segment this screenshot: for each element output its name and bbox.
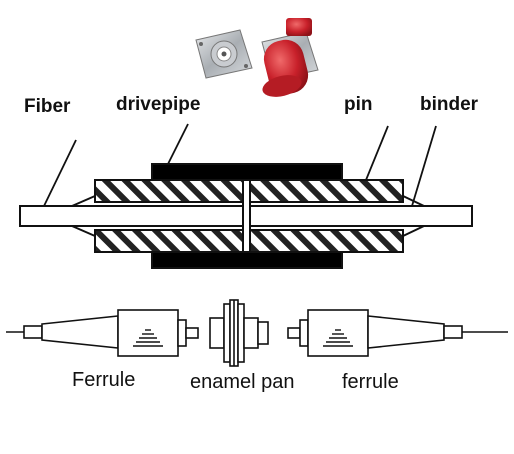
- label-fiber: Fiber: [24, 96, 71, 117]
- ferrule-triangle-left: [133, 329, 163, 347]
- ferrule-housing-left: [117, 309, 179, 357]
- binder-taper-left: [71, 195, 96, 207]
- leader-lines: [43, 123, 437, 207]
- pin-right-lower: [249, 229, 404, 253]
- label-pin: pin: [344, 94, 373, 115]
- fiber-right: [443, 325, 463, 339]
- label-enamel-pan: enamel pan: [190, 371, 295, 393]
- boot-right: [367, 315, 445, 349]
- adapter-photo-left: [195, 29, 253, 79]
- connector-photo: [195, 18, 319, 97]
- drivepipe-top: [151, 163, 343, 181]
- label-ferrule-right: ferrule: [342, 371, 399, 393]
- label-drivepipe: drivepipe: [116, 94, 200, 115]
- enamel-pan: [209, 299, 269, 367]
- cross-section: [19, 163, 473, 269]
- binder-taper-left-b: [71, 225, 96, 237]
- center-gap: [242, 179, 251, 253]
- label-ferrule-left: Ferrule: [72, 369, 135, 391]
- drivepipe-bottom: [151, 251, 343, 269]
- pin-left-lower: [94, 229, 244, 253]
- label-binder: binder: [420, 94, 479, 115]
- fiber-left: [23, 325, 43, 339]
- exploded-connector: [6, 299, 508, 367]
- pin-left-upper: [94, 179, 244, 203]
- ferrule-triangle-right: [323, 329, 353, 347]
- adapter-photo-right: [261, 18, 319, 97]
- boot-left: [41, 315, 119, 349]
- pin-right-upper: [249, 179, 404, 203]
- ferrule-housing-right: [307, 309, 369, 357]
- binder-taper-right-b: [402, 225, 425, 237]
